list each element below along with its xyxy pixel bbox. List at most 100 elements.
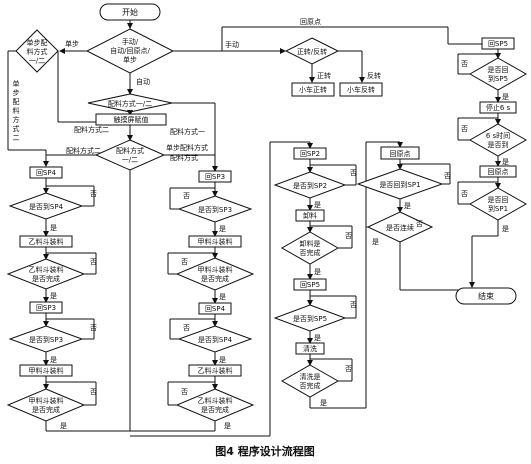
column-1: 回SP4 是否到SP4 否 是 乙料斗装料 乙料斗装料 是否完成 否 是 回SP…: [6, 166, 130, 432]
svg-text:否: 否: [183, 324, 190, 332]
single-step-label: 单步: [65, 39, 79, 48]
svg-text:清洗是: 清洗是: [300, 372, 321, 381]
svg-text:甲料斗装料: 甲料斗装料: [29, 366, 64, 375]
mode-decision-line3: 单步: [123, 55, 137, 64]
svg-text:是否回: 是否回: [488, 66, 509, 74]
col2-dec-b-load: [175, 388, 255, 422]
svg-text:配: 配: [13, 98, 20, 106]
svg-text:方: 方: [13, 115, 20, 124]
single-step-recipe-l2: 料方式: [27, 47, 48, 56]
svg-text:是否完成: 是否完成: [32, 274, 60, 283]
svg-text:甲料斗装料: 甲料斗装料: [29, 396, 64, 405]
svg-text:乙料斗装料: 乙料斗装料: [29, 237, 64, 246]
touchscreen-box: [95, 113, 167, 126]
svg-text:回SP4: 回SP4: [36, 169, 57, 177]
svg-text:到SP5: 到SP5: [488, 75, 508, 83]
fwd-label: 正转: [317, 71, 331, 80]
cart-rev-box: [339, 82, 383, 97]
svg-text:步: 步: [13, 89, 20, 97]
single-step-recipe-decision: [15, 29, 59, 73]
svg-text:是: 是: [502, 93, 509, 101]
recipe-dec-top-l1: 单步配料方式: [166, 143, 208, 152]
svg-text:卸料: 卸料: [303, 211, 317, 220]
svg-text:否: 否: [181, 388, 188, 396]
svg-text:乙料斗装料: 乙料斗装料: [29, 265, 64, 274]
recipe-decision-l1: 配料方式: [116, 146, 144, 155]
svg-text:回SP5: 回SP5: [300, 281, 320, 289]
svg-text:否: 否: [90, 190, 97, 198]
svg-text:6 s时间: 6 s时间: [486, 131, 510, 140]
svg-text:到SP1: 到SP1: [488, 205, 508, 213]
svg-text:回SP3: 回SP3: [205, 173, 225, 181]
svg-text:是否到SP5: 是否到SP5: [293, 315, 327, 323]
col3-dec-unload: [280, 231, 340, 265]
svg-text:是: 是: [219, 293, 226, 301]
svg-text:是否完成: 是否完成: [32, 405, 60, 414]
svg-text:回SP2: 回SP2: [300, 150, 320, 158]
manual-label: 手动: [225, 40, 239, 49]
svg-text:是: 是: [224, 422, 231, 430]
svg-text:否: 否: [461, 190, 468, 198]
svg-text:回SP5: 回SP5: [488, 40, 508, 48]
rev-label: 反转: [367, 71, 381, 80]
svg-text:甲料斗装料: 甲料斗装料: [198, 237, 233, 246]
svg-text:否: 否: [345, 232, 352, 240]
svg-text:清洗: 清洗: [303, 344, 317, 353]
svg-text:是否回到SP1: 是否回到SP1: [379, 181, 420, 189]
cart-fwd-box: [291, 82, 335, 97]
svg-text:是: 是: [314, 268, 321, 276]
svg-text:是否到SP4: 是否到SP4: [29, 203, 64, 211]
svg-text:是: 是: [219, 356, 226, 364]
svg-text:卸料是: 卸料是: [300, 239, 321, 248]
cart-fwd-label: 小车正转: [299, 85, 327, 94]
svg-text:甲料斗装料: 甲料斗装料: [198, 265, 233, 274]
svg-text:是否到: 是否到: [488, 141, 509, 149]
recipe-decision-l2: 一/二: [122, 156, 138, 164]
svg-text:是: 是: [60, 422, 67, 430]
touchscreen-label: 触摸屏赋值: [114, 115, 149, 124]
svg-text:否: 否: [461, 60, 468, 68]
svg-text:是: 是: [314, 201, 321, 209]
svg-text:单: 单: [13, 79, 20, 88]
svg-text:是否到SP3: 是否到SP3: [198, 206, 232, 214]
svg-text:乙料斗装料: 乙料斗装料: [198, 396, 233, 405]
svg-text:否: 否: [350, 169, 357, 177]
col3-dec-wash: [280, 364, 340, 398]
column-5: 回SP5 是否回 到SP5 否 是 停止6 s 6 s时间 是否到 否 是 回原…: [457, 37, 528, 288]
recipe-decision: [94, 139, 166, 171]
col1-dec-a-load: [6, 388, 86, 422]
svg-text:是: 是: [372, 238, 379, 246]
single-step-left-label: 单 步 配 料 方 式 二: [13, 79, 20, 142]
fwd-rev-label: 正转/反转: [297, 47, 327, 56]
svg-text:是否到SP2: 是否到SP2: [293, 182, 327, 190]
home-point-label: 回原点: [300, 18, 321, 26]
svg-text:否: 否: [90, 258, 97, 266]
end-terminal: [455, 287, 517, 305]
svg-text:否: 否: [444, 172, 451, 180]
svg-text:否: 否: [181, 258, 188, 266]
svg-text:式: 式: [13, 124, 20, 133]
svg-text:二: 二: [13, 134, 20, 142]
svg-text:是否完成: 是否完成: [201, 405, 229, 414]
svg-text:是: 是: [502, 158, 509, 166]
svg-text:回SP4: 回SP4: [205, 305, 226, 313]
column-2: 回SP3 是否到SP3 否 是 甲料斗装料 甲料斗装料 是否完成 否 是 回SP…: [129, 170, 255, 432]
svg-text:否: 否: [345, 365, 352, 373]
recipe1-label: 配料方式一: [170, 127, 205, 136]
svg-text:是: 是: [50, 356, 57, 364]
svg-text:是: 是: [502, 225, 509, 233]
col5-dec-sp1: [468, 187, 528, 221]
single-step-recipe-l3: 一/二: [29, 57, 45, 65]
recipe-dec-top-l2: 配料方式: [170, 153, 198, 162]
svg-text:否: 否: [461, 125, 468, 133]
mode-decision-line1: 手动/: [122, 37, 139, 46]
svg-text:回SP3: 回SP3: [36, 304, 56, 312]
svg-text:否完成: 否完成: [300, 248, 321, 257]
svg-text:回原点: 回原点: [390, 150, 411, 158]
svg-text:是否回: 是否回: [488, 196, 509, 204]
svg-text:是: 是: [404, 202, 411, 210]
svg-text:否: 否: [90, 324, 97, 332]
svg-text:是: 是: [314, 334, 321, 342]
svg-text:否完成: 否完成: [300, 381, 321, 390]
